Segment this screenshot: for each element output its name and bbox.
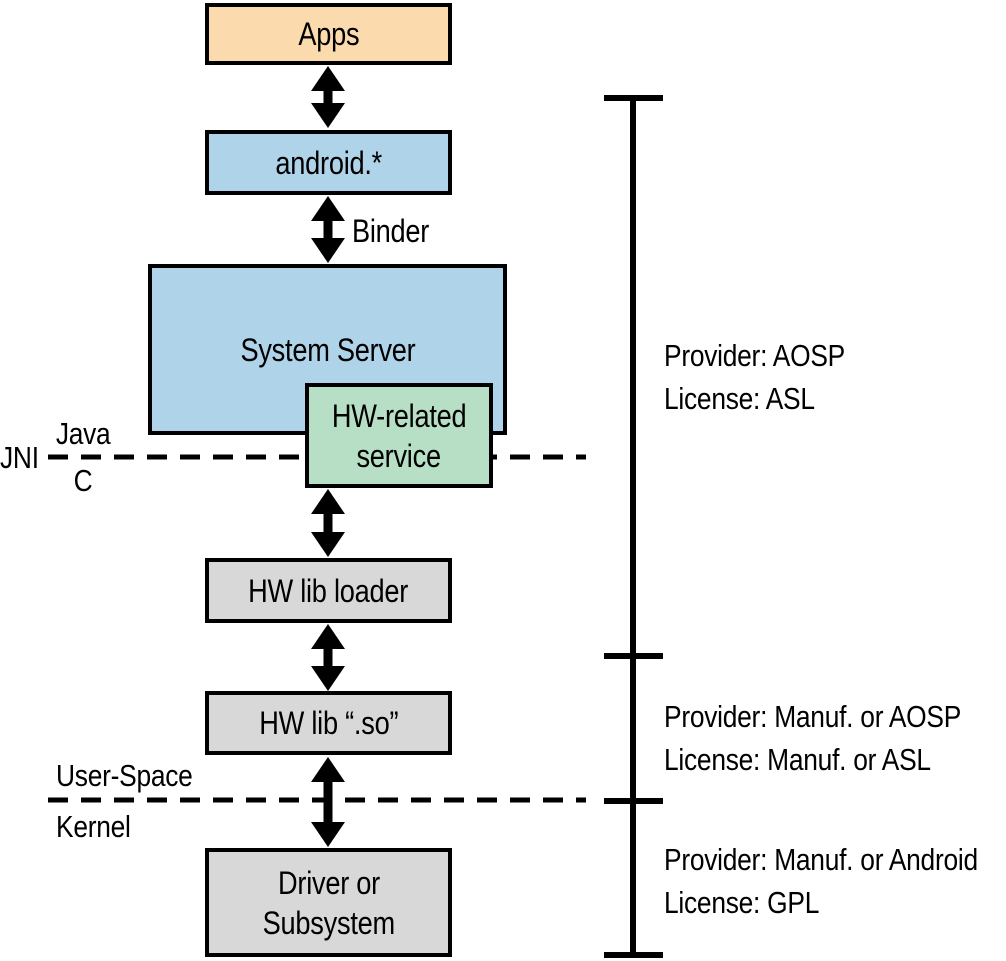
annotation-manuf-aosp-provider: Provider: Manuf. or AOSP: [664, 699, 962, 734]
kernel-label: Kernel: [56, 809, 131, 844]
annotation-aosp: Provider: AOSP License: ASL: [664, 334, 877, 420]
driver-label-line1: Driver or: [277, 864, 380, 901]
hw-lib-so-box: HW lib “.so”: [205, 691, 452, 755]
annotation-manuf-android: Provider: Manuf. or Android License: GPL: [664, 838, 1006, 924]
arrow-apps-android-icon: [311, 66, 345, 128]
annotation-manuf-aosp-license: License: Manuf. or ASL: [664, 742, 931, 777]
jni-below-label-c: C: [73, 463, 93, 498]
hw-related-service-box: HW-related service: [305, 383, 493, 488]
jni-above-label-java: Java: [55, 416, 111, 451]
hw-lib-loader-box: HW lib loader: [205, 558, 452, 623]
driver-or-subsystem-box: Driver or Subsystem: [205, 848, 452, 957]
arrow-hwlibloader-hwlibso-icon: [311, 624, 345, 691]
arrow-android-systemserver-icon: [311, 196, 345, 263]
annotation-manuf-aosp: Provider: Manuf. or AOSP License: Manuf.…: [664, 695, 1006, 781]
hw-lib-loader-label: HW lib loader: [248, 572, 409, 609]
system-server-label: System Server: [239, 332, 416, 368]
annotation-manuf-android-provider: Provider: Manuf. or Android: [664, 842, 978, 877]
hw-related-service-label-line1: HW-related: [331, 397, 467, 434]
arrow-hwservice-hwlibloader-icon: [311, 489, 345, 557]
hw-lib-so-label: HW lib “.so”: [258, 705, 398, 741]
arrow-hwlibso-driver-icon: [311, 757, 345, 847]
annotation-aosp-provider: Provider: AOSP: [664, 338, 845, 373]
binder-edge-label: Binder: [352, 213, 430, 249]
driver-label-line2: Subsystem: [262, 904, 395, 941]
annotation-manuf-android-license: License: GPL: [664, 885, 820, 920]
android-api-box: android.*: [205, 130, 452, 195]
user-space-label: User-Space: [56, 758, 193, 793]
jni-boundary-label: JNI: [0, 440, 39, 475]
apps-box: Apps: [205, 3, 452, 65]
android-api-label: android.*: [275, 144, 382, 181]
hw-related-service-label-line2: service: [356, 437, 442, 474]
apps-label: Apps: [298, 16, 359, 52]
annotation-aosp-license: License: ASL: [664, 381, 815, 416]
